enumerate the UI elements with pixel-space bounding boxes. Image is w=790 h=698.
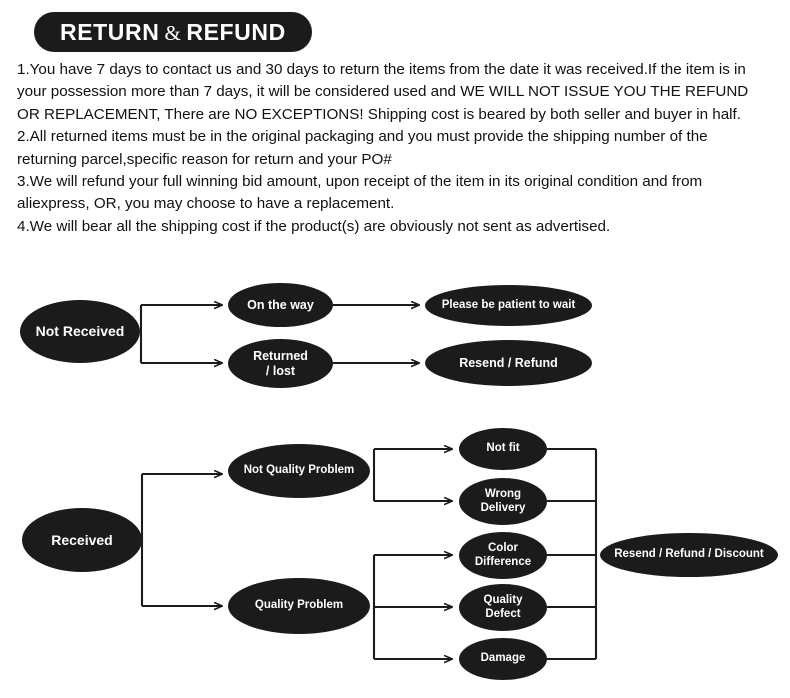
- node-wrong-delivery[interactable]: Wrong Delivery: [459, 478, 547, 525]
- connector-reasons-merge: [547, 447, 598, 661]
- node-please-be-patient-to-wait[interactable]: Please be patient to wait: [425, 285, 592, 326]
- node-please-be-patient-to-wait-label: Please be patient to wait: [441, 298, 576, 311]
- connector-not-quality-problem-split: [372, 449, 452, 501]
- node-quality-problem[interactable]: Quality Problem: [228, 578, 370, 634]
- connector-quality-problem-split: [372, 555, 452, 659]
- node-returned-lost[interactable]: Returned / lost: [228, 339, 333, 388]
- node-damage[interactable]: Damage: [459, 638, 547, 680]
- page-title-word-refund: REFUND: [186, 18, 286, 45]
- node-not-received-label: Not Received: [35, 323, 125, 340]
- node-wrong-delivery-label: Wrong Delivery: [480, 487, 526, 514]
- node-returned-lost-label: Returned / lost: [253, 348, 308, 378]
- node-resend-refund-label: Resend / Refund: [459, 355, 558, 370]
- policy-text-block: 1.You have 7 days to contact us and 30 d…: [17, 59, 769, 238]
- node-quality-defect-label: Quality Defect: [483, 593, 523, 620]
- policy-item-4: 4.We will bear all the shipping cost if …: [17, 217, 611, 235]
- node-on-the-way[interactable]: On the way: [228, 283, 333, 327]
- node-quality-defect[interactable]: Quality Defect: [459, 584, 547, 631]
- node-received-label: Received: [51, 531, 113, 548]
- node-not-fit-label: Not fit: [486, 442, 520, 455]
- policy-item-2: 2.All returned items must be in the orig…: [17, 128, 708, 168]
- page-title-ampersand: &: [164, 20, 182, 45]
- node-not-fit[interactable]: Not fit: [459, 428, 547, 470]
- node-resend-refund-discount[interactable]: Resend / Refund / Discount: [600, 533, 778, 577]
- node-not-received[interactable]: Not Received: [20, 300, 140, 363]
- policy-item-3: 3.We will refund your full winning bid a…: [17, 173, 703, 213]
- policy-item-1: 1.You have 7 days to contact us and 30 d…: [17, 61, 749, 123]
- connector-not-received-split: [139, 305, 222, 363]
- node-received[interactable]: Received: [22, 508, 142, 572]
- node-not-quality-problem-label: Not Quality Problem: [243, 464, 355, 477]
- page-title-word-return: RETURN: [60, 18, 160, 45]
- connector-received-split: [140, 474, 222, 606]
- node-color-difference-label: Color Difference: [474, 541, 532, 568]
- page-title: RETURN&REFUND: [60, 18, 286, 45]
- node-resend-refund[interactable]: Resend / Refund: [425, 340, 592, 386]
- node-quality-problem-label: Quality Problem: [254, 599, 344, 612]
- node-damage-label: Damage: [480, 652, 526, 665]
- node-on-the-way-label: On the way: [247, 297, 314, 312]
- node-resend-refund-discount-label: Resend / Refund / Discount: [614, 548, 764, 561]
- node-not-quality-problem[interactable]: Not Quality Problem: [228, 444, 370, 498]
- page-title-badge: RETURN&REFUND: [34, 12, 312, 52]
- node-color-difference[interactable]: Color Difference: [459, 532, 547, 579]
